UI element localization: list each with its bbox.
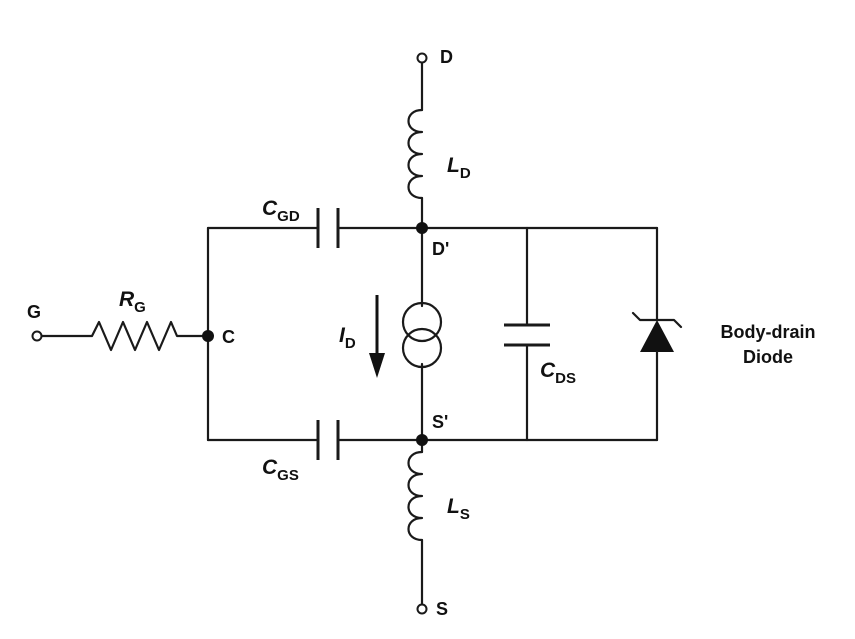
current-source-icon [401,301,443,369]
gate-resistor-label: RG [119,288,146,316]
gate-source-capacitor [316,420,340,460]
gate-drain-capacitor-label: CGD [262,197,300,225]
diode-label-line1: Body-drain [720,322,815,342]
zener-diode-icon [631,311,683,352]
node-label-sprime: S' [432,412,448,432]
drain-terminal [416,52,428,64]
source-terminal [416,603,428,615]
down-arrow-icon [369,295,385,378]
drain-inductor-label: LD [447,154,471,182]
gate-drain-capacitor [316,208,340,248]
gate-source-capacitor-label: CGS [262,456,299,484]
diode-label-line2: Diode [743,347,793,367]
drain-source-capacitor [504,323,550,347]
terminal-label-gate: G [27,302,41,322]
junction-dprime [416,222,428,234]
gate-resistor [40,320,210,352]
drain-current-label: ID [339,324,356,352]
gate-terminal [31,330,43,342]
node-label-dprime: D' [432,239,449,259]
junction-c [202,330,214,342]
drain-source-capacitor-label: CDS [540,359,576,387]
terminal-label-source: S [436,599,448,619]
junction-sprime [416,434,428,446]
source-inductor [407,450,424,542]
terminal-label-drain: D [440,47,453,67]
node-label-c: C [222,327,235,347]
source-inductor-label: LS [447,495,470,523]
drain-inductor [407,108,424,200]
